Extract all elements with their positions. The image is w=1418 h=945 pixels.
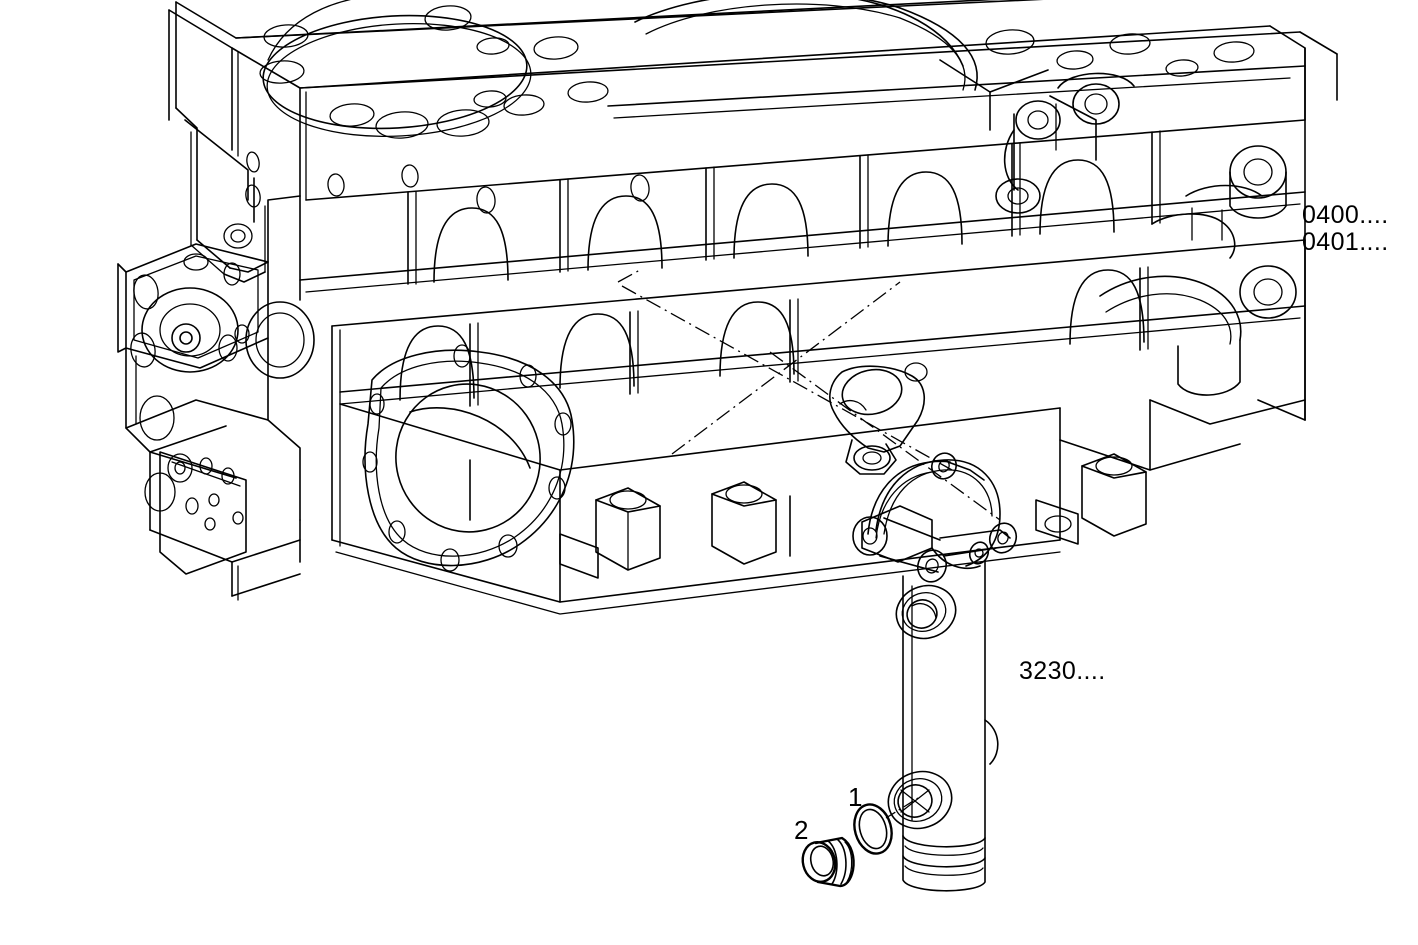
coolant-pipe (852, 452, 1018, 892)
block-bottom-mounts (559, 453, 1147, 579)
plug-part (801, 836, 855, 888)
o-ring-seal (853, 803, 893, 855)
coolant-pipe-barrel (887, 559, 999, 892)
coolant-pipe-flange (852, 452, 1018, 583)
cylinder-block (117, 0, 1338, 615)
reference-code-0400: 0400.... (1302, 201, 1389, 229)
block-rear-housing (149, 195, 575, 601)
item-leader-lines (885, 797, 919, 819)
block-top-deck (168, 0, 1338, 139)
reference-code-0401: 0401.... (1302, 228, 1389, 256)
assembly-centerlines (617, 269, 1001, 521)
reference-code-3230: 3230.... (1019, 657, 1106, 685)
block-side-wall (299, 119, 1306, 407)
item-number-1: 1 (848, 782, 863, 812)
block-oil-pump-pad (159, 451, 247, 575)
block-right-end (1059, 47, 1338, 471)
block-upper-ribs (939, 59, 1135, 214)
block-coolant-outlet-flange (829, 362, 928, 475)
block-front-wall (168, 1, 307, 283)
item-number-2: 2 (794, 815, 809, 845)
block-front-cover-face (117, 243, 315, 531)
